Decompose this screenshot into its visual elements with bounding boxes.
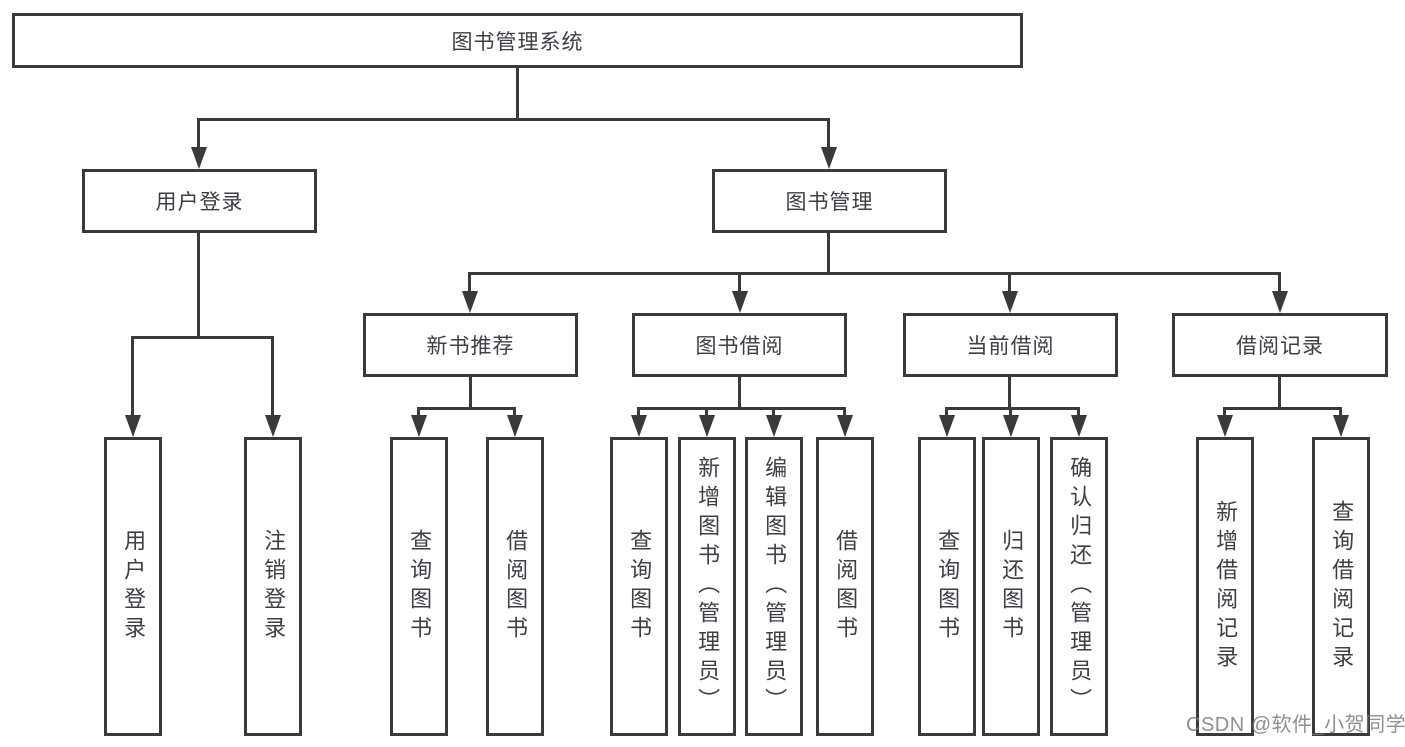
node-label: 图书管理系统 — [451, 30, 584, 54]
leaf-label: 查询图书 — [935, 528, 961, 645]
leaf-add-books-admin: 新增图书（管理员） — [678, 437, 736, 736]
connector-arrow-shaft — [1009, 407, 1012, 415]
connector-arrow-shaft — [513, 407, 516, 415]
arrowhead-icon — [1333, 415, 1349, 437]
leaf-label: 确认归还（管理员） — [1067, 456, 1093, 717]
leaf-label: 新增图书（管理员） — [695, 456, 721, 717]
arrowhead-icon — [939, 415, 955, 437]
node-label: 当前借阅 — [966, 335, 1055, 358]
node-book-borrowing: 图书借阅 — [632, 313, 847, 377]
connector-user-login-horizontal — [131, 336, 273, 339]
leaf-return-books: 归还图书 — [982, 437, 1040, 736]
leaf-logout: 注销登录 — [244, 437, 302, 736]
connector-arrow-shaft — [1077, 407, 1080, 415]
leaf-label: 查询借阅记录 — [1329, 499, 1355, 674]
leaf-user-login: 用户登录 — [104, 437, 162, 736]
arrowhead-icon — [125, 415, 141, 437]
arrowhead-icon — [411, 415, 427, 437]
node-borrowing-records: 借阅记录 — [1172, 313, 1388, 377]
leaf-label: 注销登录 — [261, 528, 287, 645]
arrowhead-icon — [507, 415, 523, 437]
leaf-label: 借阅图书 — [833, 528, 859, 645]
connector-records-vertical — [1278, 375, 1281, 407]
leaf-label: 查询图书 — [627, 528, 653, 645]
leaf-add-borrow-record: 新增借阅记录 — [1196, 437, 1254, 736]
leaf-label: 查询图书 — [407, 528, 433, 645]
node-label: 新书推荐 — [426, 335, 515, 358]
leaf-query-books-current: 查询图书 — [918, 437, 976, 736]
connector-arrow-shaft — [738, 272, 741, 291]
connector-arrow-shaft — [1008, 272, 1011, 291]
connector-book-mgmt-vertical — [827, 231, 830, 272]
connector-arrow-shaft — [468, 272, 471, 291]
connector-arrow-shaft — [772, 407, 775, 415]
connector-arrow-shaft — [945, 407, 948, 415]
connector-book-mgmt-horizontal — [469, 272, 1281, 275]
node-user-login: 用户登录 — [82, 169, 317, 233]
connector-arrow-shaft — [637, 407, 640, 415]
leaf-label: 用户登录 — [121, 528, 147, 645]
node-new-book-recommendation: 新书推荐 — [363, 313, 578, 377]
leaf-borrow-books-borrowing: 借阅图书 — [816, 437, 874, 736]
node-label: 用户登录 — [155, 191, 244, 214]
node-label: 图书借阅 — [695, 335, 784, 358]
arrowhead-icon — [631, 415, 647, 437]
connector-arrow-shaft — [417, 407, 420, 415]
connector-new-book-horizontal — [417, 407, 516, 410]
connector-root-vertical — [516, 66, 519, 118]
arrowhead-icon — [766, 415, 782, 437]
leaf-borrow-books-recommend: 借阅图书 — [486, 437, 544, 736]
arrowhead-icon — [1217, 415, 1233, 437]
connector-records-horizontal — [1223, 407, 1342, 410]
leaf-confirm-return-admin: 确认归还（管理员） — [1050, 437, 1108, 736]
connector-new-book-vertical — [469, 375, 472, 407]
connector-book-borrow-horizontal — [637, 407, 846, 410]
connector-arrow-shaft — [1339, 407, 1342, 415]
arrowhead-icon — [699, 415, 715, 437]
connector-arrow-shaft — [131, 336, 134, 415]
connector-arrow-shaft — [827, 118, 830, 147]
connector-arrow-shaft — [1278, 272, 1281, 291]
connector-current-borrow-vertical — [1008, 375, 1011, 407]
node-book-management: 图书管理 — [712, 169, 947, 233]
leaf-edit-books-admin: 编辑图书（管理员） — [745, 437, 803, 736]
arrowhead-icon — [191, 147, 207, 169]
leaf-label: 归还图书 — [999, 528, 1025, 645]
leaf-query-borrow-record: 查询借阅记录 — [1312, 437, 1370, 736]
node-label: 图书管理 — [785, 191, 874, 214]
arrowhead-icon — [1272, 291, 1288, 313]
connector-user-login-vertical — [197, 231, 200, 336]
node-current-borrowing: 当前借阅 — [903, 313, 1118, 377]
leaf-query-books-borrowing: 查询图书 — [610, 437, 668, 736]
arrowhead-icon — [732, 291, 748, 313]
connector-root-horizontal — [197, 118, 830, 121]
arrowhead-icon — [1003, 415, 1019, 437]
connector-arrow-shaft — [1223, 407, 1226, 415]
leaf-label: 新增借阅记录 — [1213, 499, 1239, 674]
node-label: 借阅记录 — [1236, 335, 1324, 358]
leaf-label: 借阅图书 — [503, 528, 529, 645]
connector-book-borrow-vertical — [738, 375, 741, 407]
connector-arrow-shaft — [271, 336, 274, 415]
connector-arrow-shaft — [843, 407, 846, 415]
node-library-management-system: 图书管理系统 — [12, 13, 1023, 68]
arrowhead-icon — [837, 415, 853, 437]
arrowhead-icon — [1002, 291, 1018, 313]
connector-current-borrow-horizontal — [945, 407, 1080, 410]
arrowhead-icon — [265, 415, 281, 437]
arrowhead-icon — [1071, 415, 1087, 437]
arrowhead-icon — [462, 291, 478, 313]
leaf-label: 编辑图书（管理员） — [762, 456, 788, 717]
watermark: CSDN @软件_小贺同学 — [1186, 714, 1405, 736]
connector-arrow-shaft — [705, 407, 708, 415]
leaf-query-books-recommend: 查询图书 — [390, 437, 448, 736]
arrowhead-icon — [821, 147, 837, 169]
connector-arrow-shaft — [197, 118, 200, 147]
